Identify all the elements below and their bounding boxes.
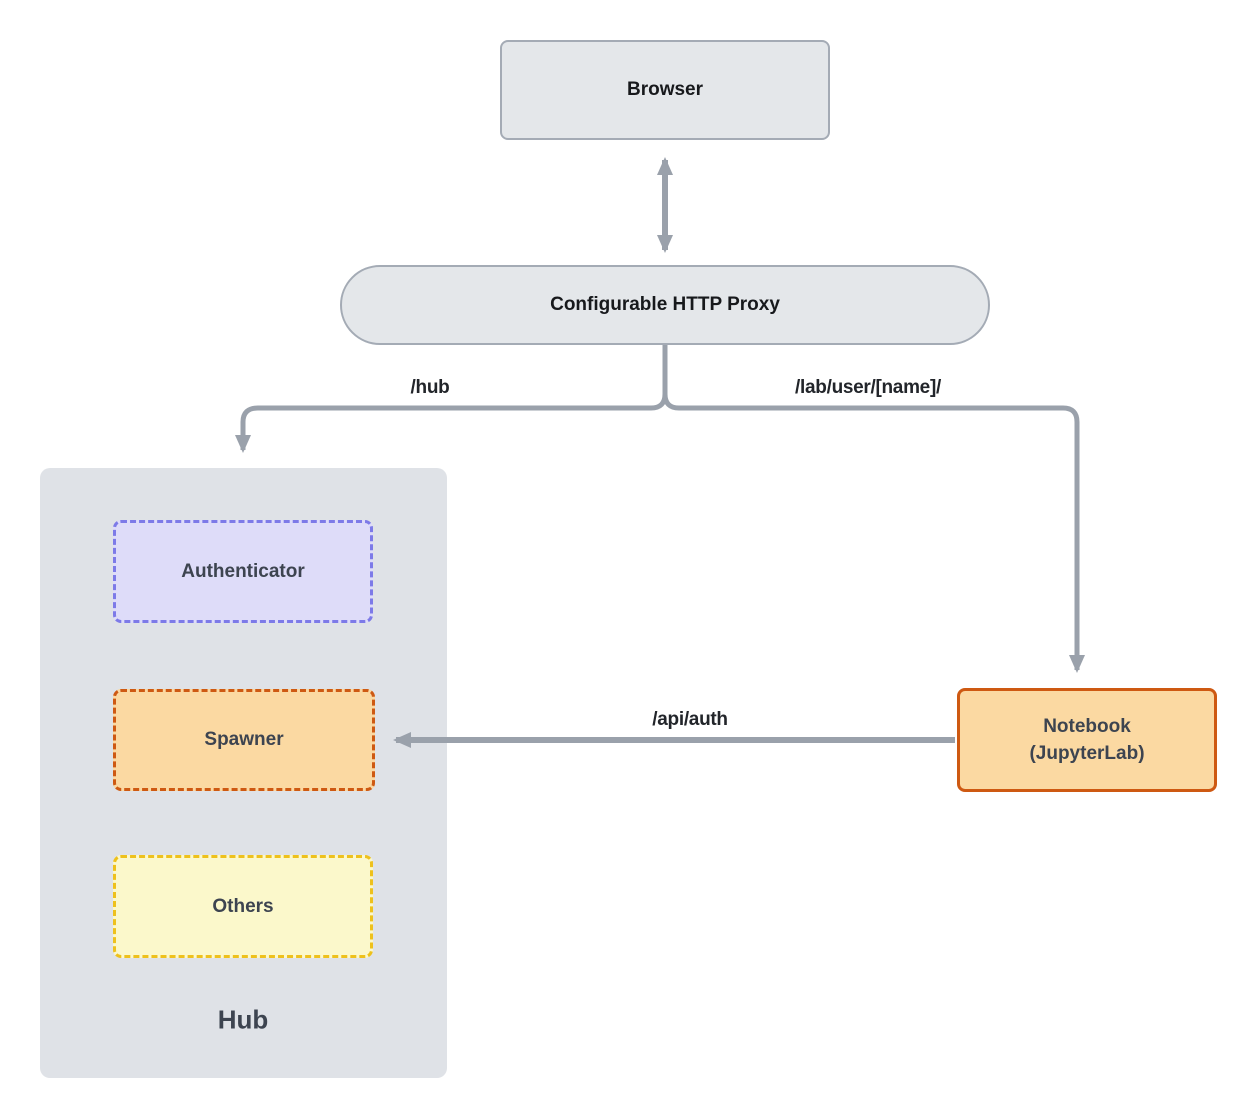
authenticator-label: Authenticator [181,560,305,582]
browser-node: Browser [500,40,830,140]
hub-container-label: Hub [217,1004,269,1035]
configurable-http-proxy-label: Configurable HTTP Proxy [550,294,780,315]
notebook-jupyterlab-node: Notebook (JupyterLab) [957,688,1217,792]
edge-label-lab-user-route: /lab/user/[name]/ [791,377,945,399]
edge-label-hub-route: /hub [406,377,454,399]
browser-node-label: Browser [626,79,704,100]
edge-label-api-auth: /api/auth [652,709,728,730]
others-label: Others [212,895,274,917]
spawner-node: Spawner [113,689,375,791]
notebook-label-line2: (JupyterLab) [1029,743,1145,764]
notebook-label-line1: Notebook [1043,716,1131,737]
others-node: Others [113,855,373,958]
configurable-http-proxy-node: Configurable HTTP Proxy [340,265,990,345]
spawner-label: Spawner [204,729,284,750]
authenticator-node: Authenticator [113,520,373,623]
edge-proxy-hub [235,345,668,453]
